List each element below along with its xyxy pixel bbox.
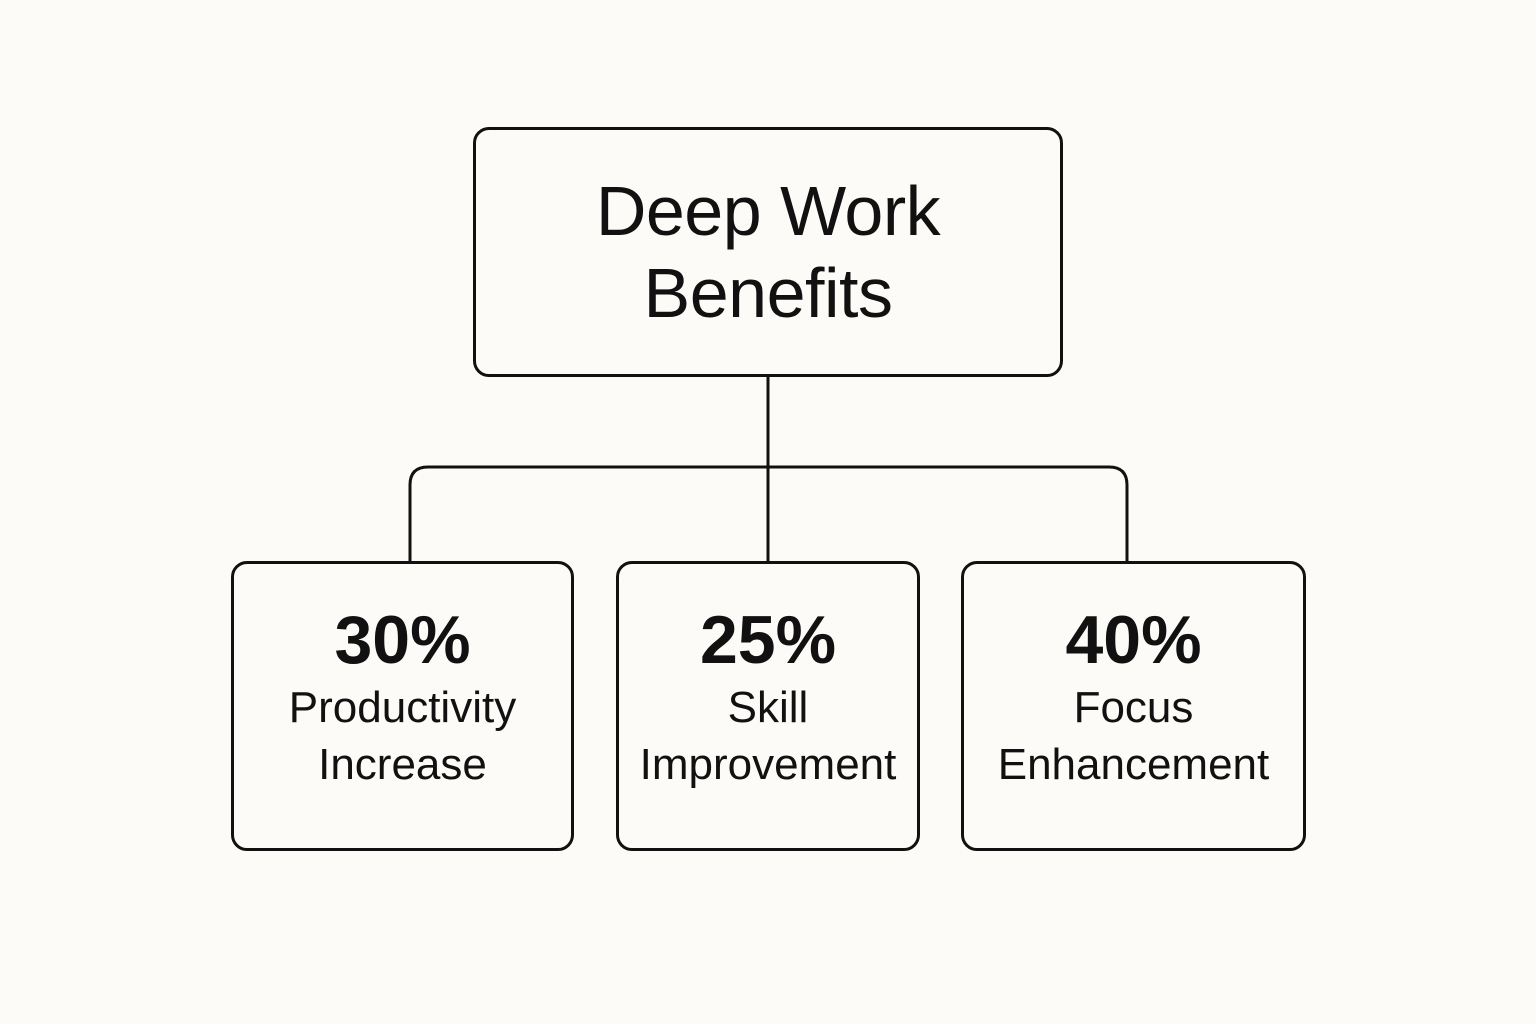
child-label-line-1: Skill	[727, 683, 809, 732]
root-title-line-2: Benefits	[643, 254, 893, 332]
child-value: 25%	[699, 602, 837, 678]
child-value: 30%	[334, 602, 471, 678]
child-label-line-2: Improvement	[639, 740, 897, 789]
root-title-line-1: Deep Work	[595, 172, 941, 250]
child-label-line-2: Increase	[318, 740, 487, 789]
child-node-productivity: 30% Productivity Increase	[231, 561, 574, 851]
child-label-line-1: Productivity	[288, 683, 517, 732]
child-node-skill: 25% Skill Improvement	[616, 561, 920, 851]
connector-horizontal-bar	[408, 465, 1129, 561]
child-value: 40%	[1065, 602, 1202, 678]
root-node-deep-work-benefits: Deep Work Benefits	[473, 127, 1063, 377]
child-label-line-2: Enhancement	[997, 740, 1270, 789]
child-node-focus: 40% Focus Enhancement	[961, 561, 1306, 851]
child-label-line-1: Focus	[1073, 683, 1194, 732]
